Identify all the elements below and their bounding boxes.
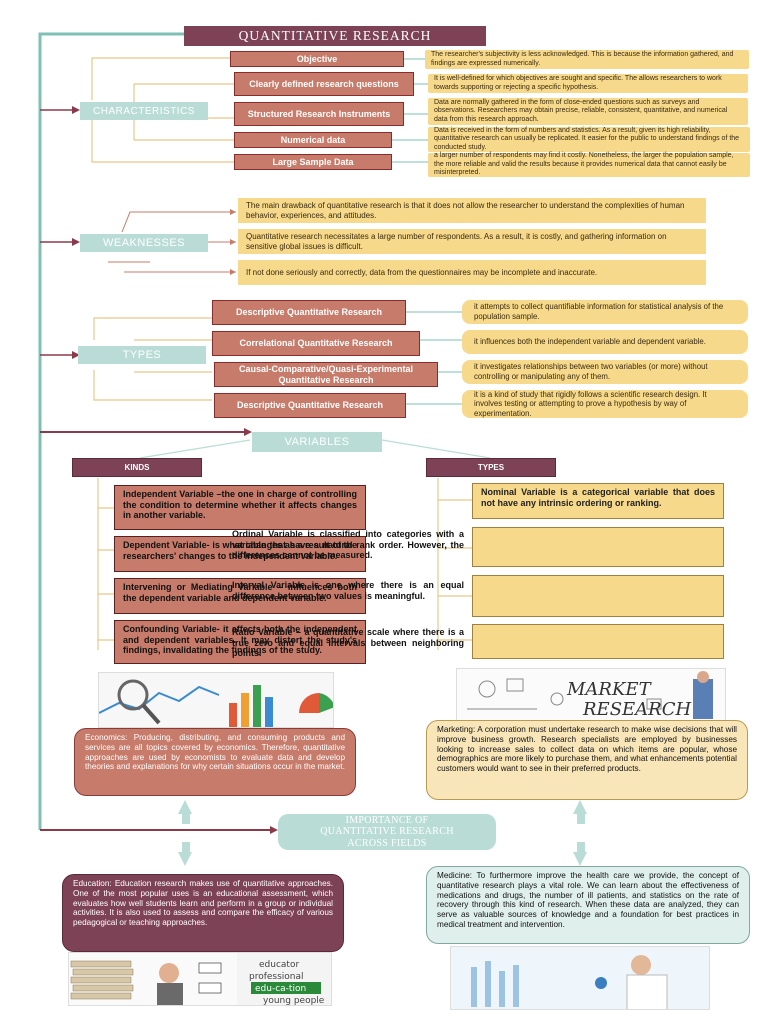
types-label: TYPES (78, 346, 206, 364)
importance-line-3: ACROSS FIELDS (347, 837, 427, 849)
char-item-questions: Clearly defined research questions (234, 72, 414, 96)
type-desc-3: it investigates relationships between tw… (462, 360, 748, 384)
variables-label: VARIABLES (252, 432, 382, 452)
medicine-image (450, 946, 710, 1010)
type-ordinal-box (472, 527, 724, 567)
char-desc-objective: The researcher's subjectivity is less ac… (425, 50, 749, 69)
economics-chart-image (98, 672, 334, 728)
char-desc-large-sample: a larger number of respondents may find … (428, 152, 750, 177)
type-item-1: Descriptive Quantitative Research (212, 300, 406, 325)
weaknesses-label: WEAKNESSES (80, 234, 208, 252)
page-title: QUANTITATIVE RESEARCH (184, 26, 486, 46)
char-desc-instruments: Data are normally gathered in the form o… (428, 98, 748, 125)
char-desc-questions: It is well-defined for which objectives … (428, 74, 748, 93)
kind-independent: Independent Variable –the one in charge … (114, 485, 366, 530)
char-item-objective: Objective (230, 51, 404, 67)
kind-confounding: Confounding Variable- it affects both th… (114, 620, 366, 664)
type-item-3: Causal-Comparative/Quasi-Experimental Qu… (214, 362, 438, 387)
education-image: educator professional edu-ca-tion young … (68, 952, 332, 1006)
marketing-box: Marketing: A corporation must undertake … (426, 720, 748, 800)
type-nominal: Nominal Variable is a categorical variab… (472, 483, 724, 519)
edu-word-educator: educator (259, 960, 299, 970)
type-interval-text: Interval Variable is one where there is … (232, 580, 464, 601)
type-item-2: Correlational Quantitative Research (212, 331, 420, 356)
svg-text:edu-ca-tion: edu-ca-tion (255, 984, 306, 994)
type-desc-2: it influences both the independent varia… (462, 330, 748, 354)
type-item-4: Descriptive Quantitative Research (214, 393, 406, 418)
svg-text:RESEARCH: RESEARCH (582, 699, 691, 720)
characteristics-label: CHARACTERISTICS (80, 102, 208, 120)
economics-box: Economics: Producing, distributing, and … (74, 728, 356, 796)
education-box: Education: Education research makes use … (62, 874, 344, 952)
weakness-2: Quantitative research necessitates a lar… (238, 229, 706, 254)
kinds-header: KINDS (72, 458, 202, 477)
importance-line-2: QUANTITATIVE RESEARCH (320, 826, 454, 838)
kind-intervening: Intervening or Mediating Variable – infl… (114, 578, 366, 614)
types-header: TYPES (426, 458, 556, 477)
kind-dependent: Dependent Variable- is what changes as a… (114, 536, 366, 572)
svg-text:young people: young people (263, 996, 325, 1006)
char-item-instruments: Structured Research Instruments (234, 102, 404, 126)
type-ordinal-text: Ordinal Variable is classified into cate… (232, 529, 464, 560)
weakness-1: The main drawback of quantitative resear… (238, 198, 706, 223)
type-desc-1: it attempts to collect quantifiable info… (462, 300, 748, 324)
char-item-large-sample: Large Sample Data (234, 154, 392, 170)
char-item-numerical: Numerical data (234, 132, 392, 148)
type-ratio-box (472, 624, 724, 659)
importance-hub: IMPORTANCE OF QUANTITATIVE RESEARCH ACRO… (278, 814, 496, 850)
medicine-box: Medicine: To furthermore improve the hea… (426, 866, 750, 944)
svg-text:professional: professional (249, 972, 304, 982)
type-interval-box (472, 575, 724, 617)
market-research-image: MARKET RESEARCH (456, 668, 726, 722)
char-desc-numerical: Data is received in the form of numbers … (428, 127, 750, 152)
importance-line-1: IMPORTANCE OF (345, 814, 429, 826)
weakness-3: If not done seriously and correctly, dat… (238, 260, 706, 285)
market-research-word: MARKET (566, 679, 653, 700)
type-desc-4: it is a kind of study that rigidly follo… (462, 390, 748, 418)
type-ratio-text: Ratio Variable – a quantitative scale wh… (232, 627, 464, 658)
